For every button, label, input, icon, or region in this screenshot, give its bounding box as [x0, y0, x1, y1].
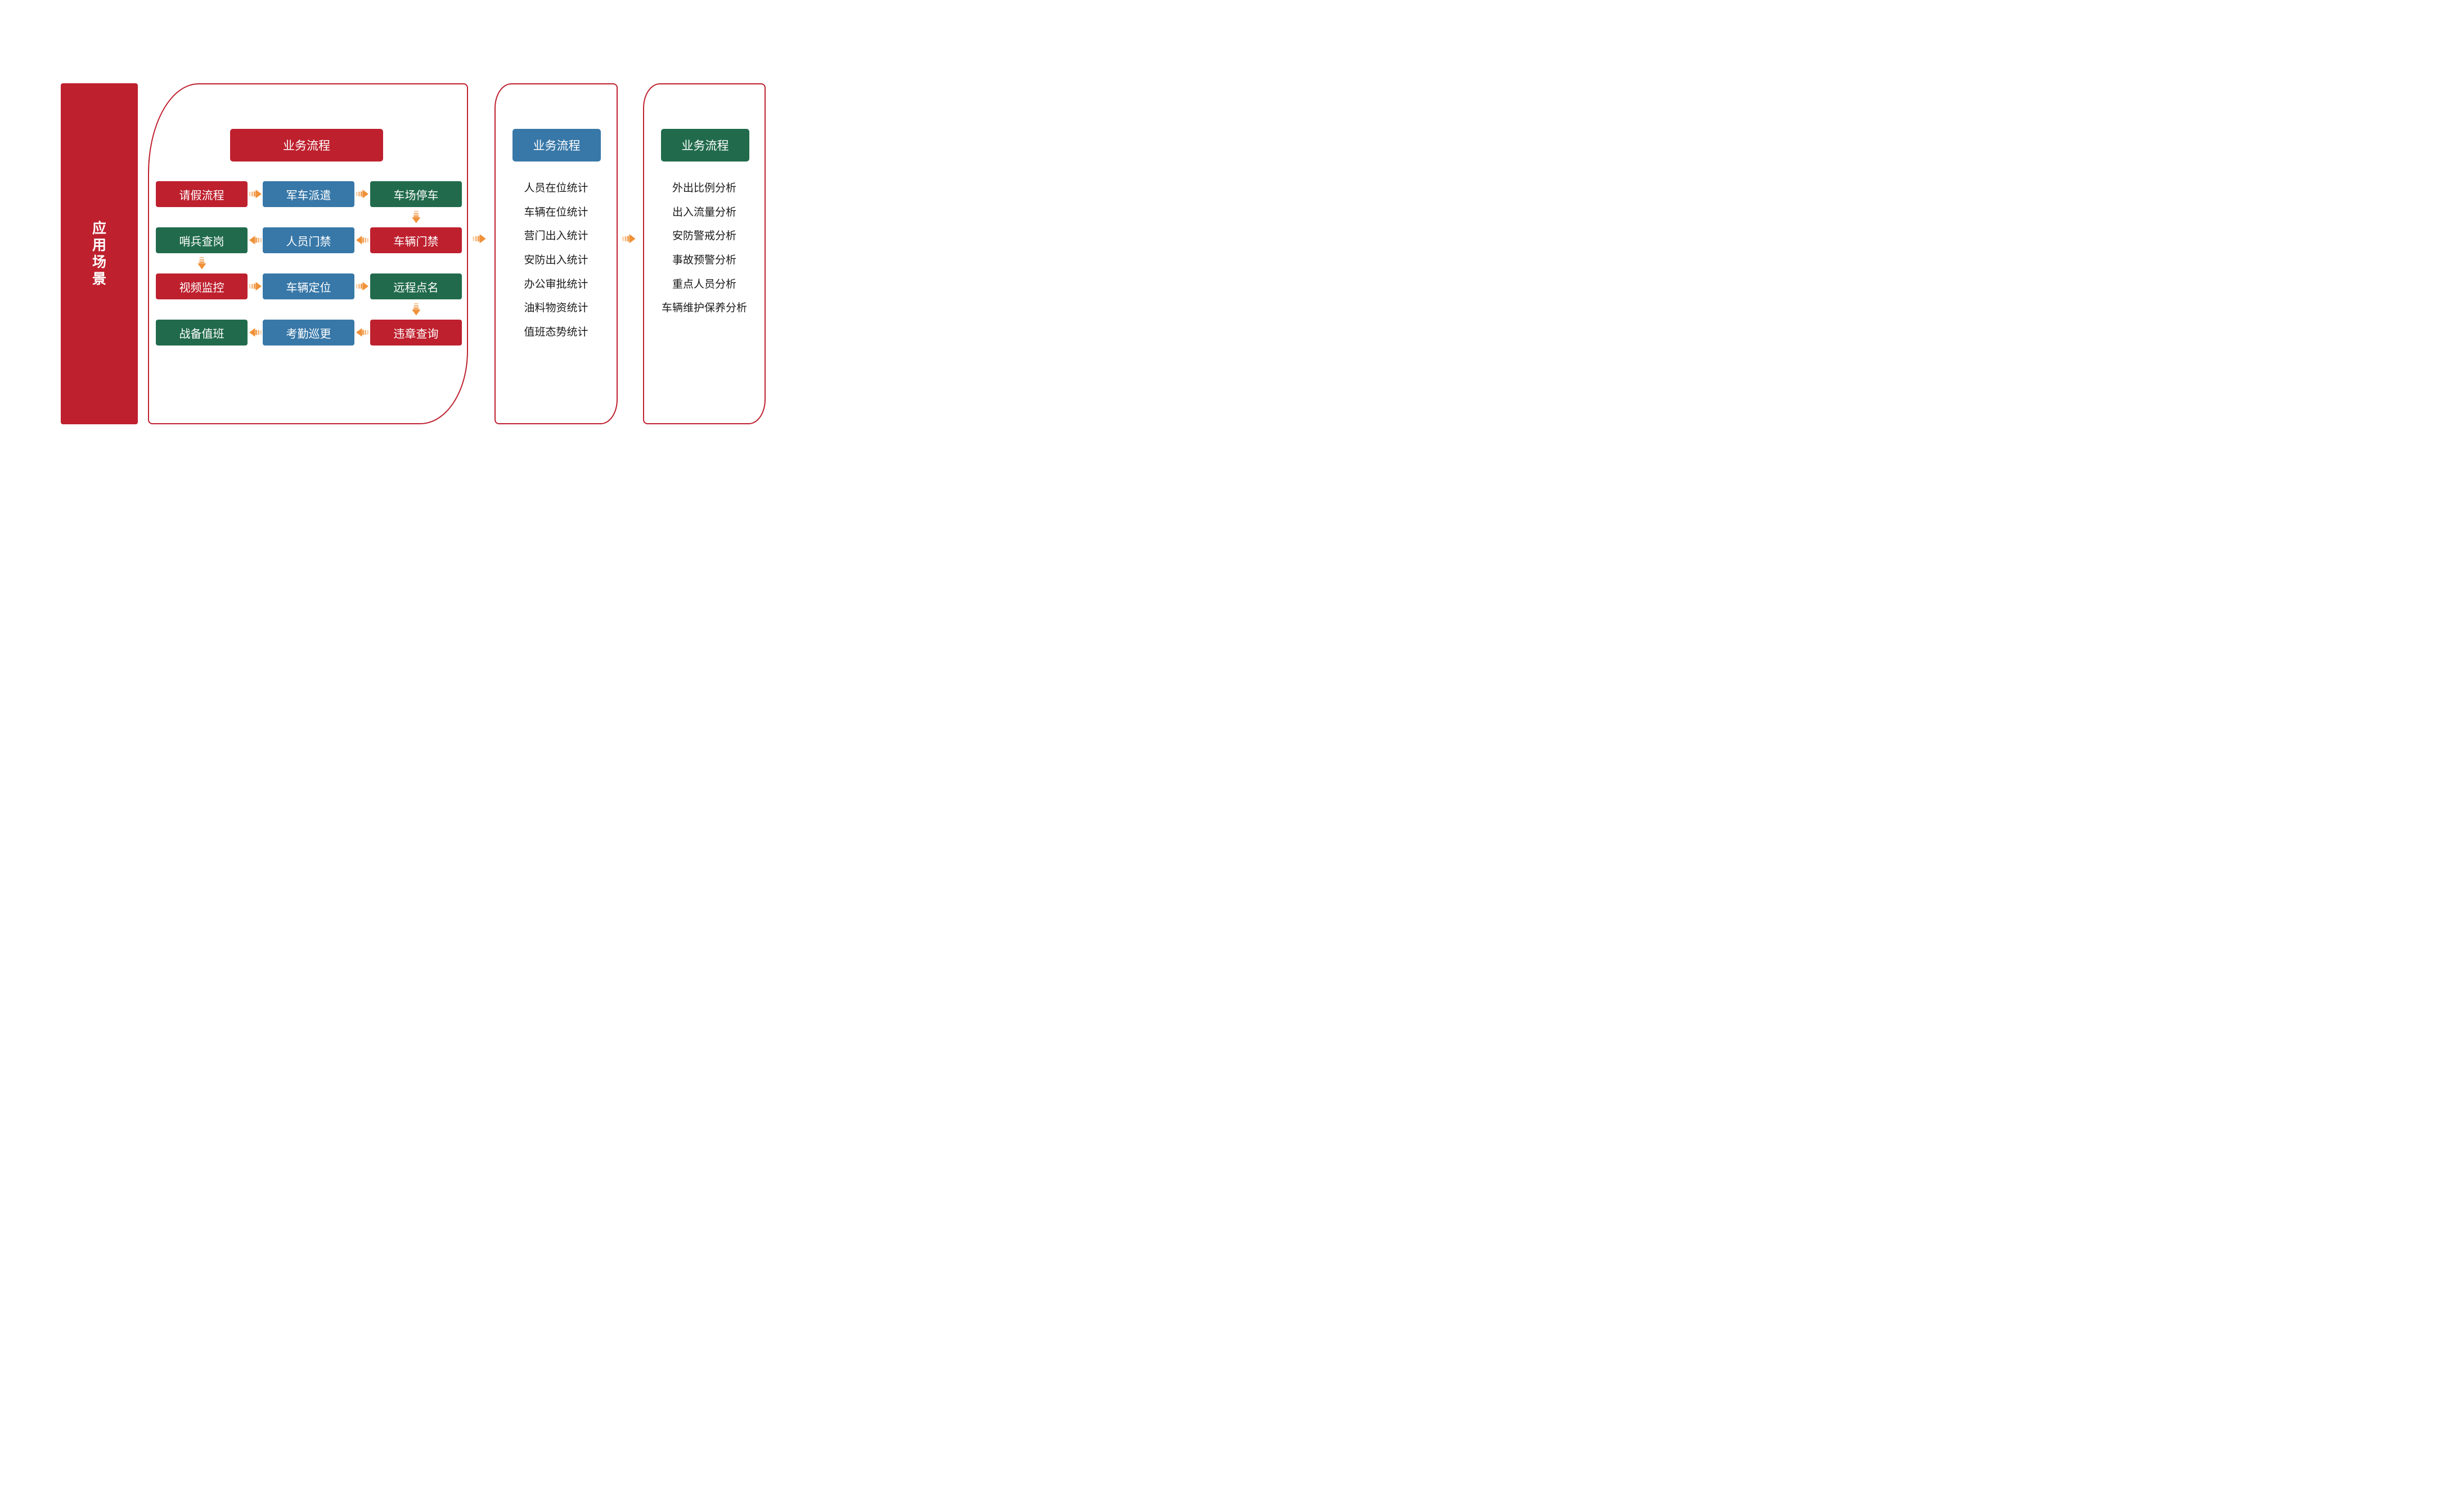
flow-arrow-left-icon [249, 236, 262, 245]
list-item: 安防警戒分析 [672, 230, 736, 242]
list-item: 办公审批统计 [524, 279, 588, 290]
list-item: 营门出入统计 [524, 230, 588, 242]
flow-arrow-left-icon [249, 328, 262, 337]
list-item: 车辆在位统计 [524, 207, 588, 218]
list-item: 事故预警分析 [672, 254, 736, 266]
flow-arrow-right-icon [356, 190, 368, 199]
list-item: 外出比例分析 [672, 182, 736, 194]
scenario-banner-label: 应用场景 [92, 221, 106, 287]
flow-arrow-right-icon [249, 190, 262, 199]
list-item: 油料物资统计 [524, 302, 588, 314]
process-panel-header: 业务流程 [230, 129, 383, 161]
flow-box: 车场停车 [370, 181, 462, 207]
flow-box: 车辆定位 [263, 273, 354, 299]
list-item: 车辆维护保养分析 [661, 302, 747, 314]
flow-box: 哨兵查岗 [156, 227, 248, 253]
statistics-panel-header: 业务流程 [512, 129, 601, 161]
flow-arrow-left-icon [356, 328, 368, 337]
flow-box: 人员门禁 [263, 227, 354, 253]
panel-connector-arrow-icon [622, 234, 636, 244]
flow-arrow-down-icon [412, 303, 421, 316]
panel-connector-arrow-icon [473, 234, 486, 244]
analysis-panel-header: 业务流程 [661, 129, 749, 161]
flow-box: 违章查询 [370, 320, 462, 346]
diagram-canvas: 应用场景 业务流程 业务流程 业务流程 请假流程 军车派遣 车场停车 哨兵查岗 … [0, 0, 821, 498]
flow-arrow-right-icon [356, 282, 368, 291]
flow-box: 考勤巡更 [263, 320, 354, 346]
scenario-banner: 应用场景 [61, 83, 138, 424]
list-item: 安防出入统计 [524, 254, 588, 266]
flow-arrow-right-icon [249, 282, 262, 291]
flow-box: 远程点名 [370, 273, 462, 299]
flow-box: 请假流程 [156, 181, 248, 207]
flow-arrow-down-icon [412, 210, 421, 223]
flow-arrow-left-icon [356, 236, 368, 245]
flow-box: 视频监控 [156, 273, 248, 299]
list-item: 重点人员分析 [672, 279, 736, 290]
list-item: 值班态势统计 [524, 326, 588, 338]
list-item: 出入流量分析 [672, 207, 736, 218]
flow-box: 车辆门禁 [370, 227, 462, 253]
flow-arrow-down-icon [197, 257, 206, 270]
flow-box: 战备值班 [156, 320, 248, 346]
flow-box: 军车派遣 [263, 181, 354, 207]
list-item: 人员在位统计 [524, 182, 588, 194]
